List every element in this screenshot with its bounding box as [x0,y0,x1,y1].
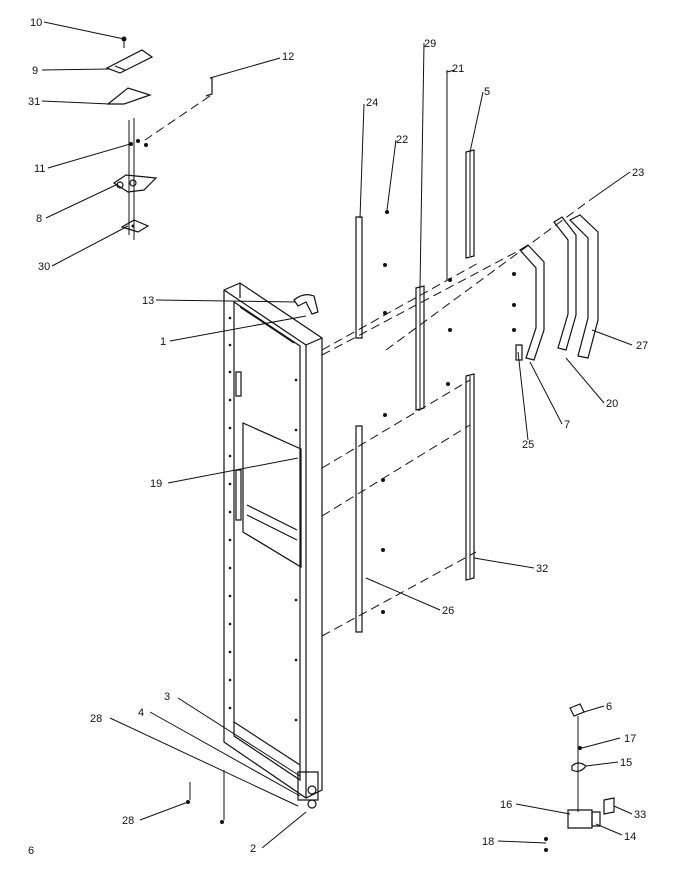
door-frame [223,282,323,809]
callout-11: 11 [34,163,45,175]
callout-labels: 10 9 31 12 11 8 30 13 1 19 24 22 29 21 5… [28,17,648,857]
frame-screw-holes [228,316,298,722]
trim-strips [355,70,475,633]
callout-28-lower: 28 [122,815,134,827]
callout-26: 26 [442,605,454,617]
leader-lines [41,21,633,849]
callout-20: 20 [606,398,618,410]
callout-30: 30 [38,261,50,273]
callout-14: 14 [624,831,636,843]
bottom-hinge-assembly [186,703,615,852]
callout-17: 17 [624,733,636,745]
callout-21: 21 [452,63,464,75]
callout-13: 13 [142,295,154,307]
callout-10: 10 [30,17,42,29]
callout-6: 6 [606,701,612,713]
callout-7: 7 [564,419,570,431]
callout-15: 15 [620,757,632,769]
callout-8: 8 [36,213,42,225]
handle-assembly [512,214,599,361]
callout-19: 19 [150,478,162,490]
callout-1: 1 [160,336,166,348]
callout-2: 2 [250,843,256,855]
callout-18: 18 [482,836,494,848]
callout-25: 25 [522,439,534,451]
page-number: 6 [28,845,34,857]
callout-16: 16 [500,799,512,811]
callout-28-upper: 28 [90,713,102,725]
callout-12: 12 [282,51,294,63]
callout-5: 5 [484,86,490,98]
callout-22: 22 [396,134,408,146]
callout-31: 31 [28,96,40,108]
callout-24: 24 [366,97,378,109]
callout-27: 27 [636,340,648,352]
callout-23: 23 [632,167,644,179]
callout-3: 3 [164,691,170,703]
callout-29: 29 [424,38,436,50]
top-hinge-assembly [105,36,213,240]
callout-9: 9 [32,65,38,77]
callout-4: 4 [138,707,144,719]
callout-33: 33 [634,809,646,821]
callout-32: 32 [536,563,548,575]
